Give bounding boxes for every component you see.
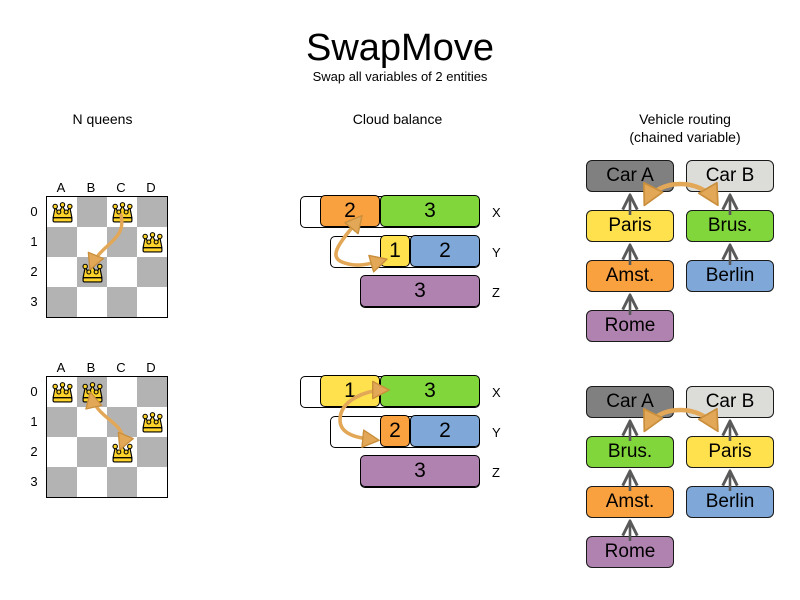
nqueens-board-after: A B C D 0 1 2 3 (0, 360, 170, 536)
vrp-node-rome[interactable]: Rome (586, 310, 674, 342)
chess-cell-B3[interactable] (77, 467, 107, 497)
vrp-node-brus[interactable]: Brus. (586, 436, 674, 468)
cloud-process-segment[interactable]: 3 (360, 274, 480, 307)
rank-label-2: 2 (30, 444, 38, 459)
chess-cell-D3[interactable] (137, 467, 167, 497)
file-label-d: D (146, 360, 156, 375)
file-label-c: C (116, 180, 126, 195)
rank-label-0: 0 (30, 384, 38, 399)
page-subtitle: Swap all variables of 2 entities (312, 69, 488, 84)
chess-cell-D2[interactable] (137, 257, 167, 287)
chessboard-grid[interactable] (46, 196, 168, 318)
vrp-node-berlin[interactable]: Berlin (686, 260, 774, 292)
cloud-row-label-Y: Y (492, 245, 501, 260)
cloud-process-segment[interactable]: 2 (410, 414, 480, 447)
file-label-b: B (86, 180, 96, 195)
vrp-node-car-b[interactable]: Car B (686, 160, 774, 192)
rank-label-3: 3 (30, 294, 38, 309)
chess-cell-D0[interactable] (137, 377, 167, 407)
column-heading-vehicle-routing: Vehicle routing (chained variable) (570, 110, 800, 146)
rank-label-2: 2 (30, 264, 38, 279)
vrp-node-rome[interactable]: Rome (586, 536, 674, 568)
file-label-b: B (86, 360, 96, 375)
rank-label-0: 0 (30, 204, 38, 219)
cloud-row-label-X: X (492, 385, 501, 400)
rank-label-1: 1 (30, 414, 38, 429)
vrp-heading-line1: Vehicle routing (639, 111, 731, 127)
chess-cell-C3[interactable] (107, 287, 137, 317)
vrp-node-paris[interactable]: Paris (586, 210, 674, 242)
vrp-node-brus[interactable]: Brus. (686, 210, 774, 242)
cloud-row-label-Z: Z (492, 285, 500, 300)
file-label-a: A (56, 180, 66, 195)
column-heading-nqueens: N queens (72, 111, 133, 127)
chess-cell-D0[interactable] (137, 197, 167, 227)
vrp-node-paris[interactable]: Paris (686, 436, 774, 468)
vrp-node-amst[interactable]: Amst. (586, 486, 674, 518)
chess-cell-D2[interactable] (137, 437, 167, 467)
cloud-row-label-Z: Z (492, 465, 500, 480)
file-label-a: A (56, 360, 66, 375)
vrp-node-berlin[interactable]: Berlin (686, 486, 774, 518)
cloud-process-segment[interactable]: 3 (380, 194, 480, 227)
column-heading-cloud-balance: Cloud balance (352, 111, 443, 127)
rank-label-3: 3 (30, 474, 38, 489)
chess-cell-B3[interactable] (77, 287, 107, 317)
vrp-node-car-b[interactable]: Car B (686, 386, 774, 418)
cloud-process-segment[interactable]: 3 (360, 454, 480, 487)
chess-cell-D3[interactable] (137, 287, 167, 317)
cloud-computer-row-Z[interactable]: 3 (360, 454, 480, 488)
page-title: SwapMove (306, 27, 494, 69)
file-label-c: C (116, 360, 126, 375)
chess-cell-A2[interactable] (47, 257, 77, 287)
vrp-heading-line2: (chained variable) (629, 129, 741, 145)
chess-cell-A1[interactable] (47, 407, 77, 437)
vrp-node-car-a[interactable]: Car A (586, 160, 674, 192)
cloud-row-label-X: X (492, 205, 501, 220)
cloud-process-segment[interactable]: 2 (410, 234, 480, 267)
cloud-row-label-Y: Y (492, 425, 501, 440)
cloud-computer-row-Z[interactable]: 3 (360, 274, 480, 308)
file-label-d: D (146, 180, 156, 195)
chess-cell-A3[interactable] (47, 467, 77, 497)
chess-cell-A1[interactable] (47, 227, 77, 257)
rank-label-1: 1 (30, 234, 38, 249)
vrp-node-car-a[interactable]: Car A (586, 386, 674, 418)
cloud-process-segment[interactable]: 3 (380, 374, 480, 407)
chess-cell-A2[interactable] (47, 437, 77, 467)
chess-cell-A3[interactable] (47, 287, 77, 317)
chess-cell-C3[interactable] (107, 467, 137, 497)
vrp-node-amst[interactable]: Amst. (586, 260, 674, 292)
nqueens-board-before: A B C D 0 1 2 3 (0, 180, 170, 356)
